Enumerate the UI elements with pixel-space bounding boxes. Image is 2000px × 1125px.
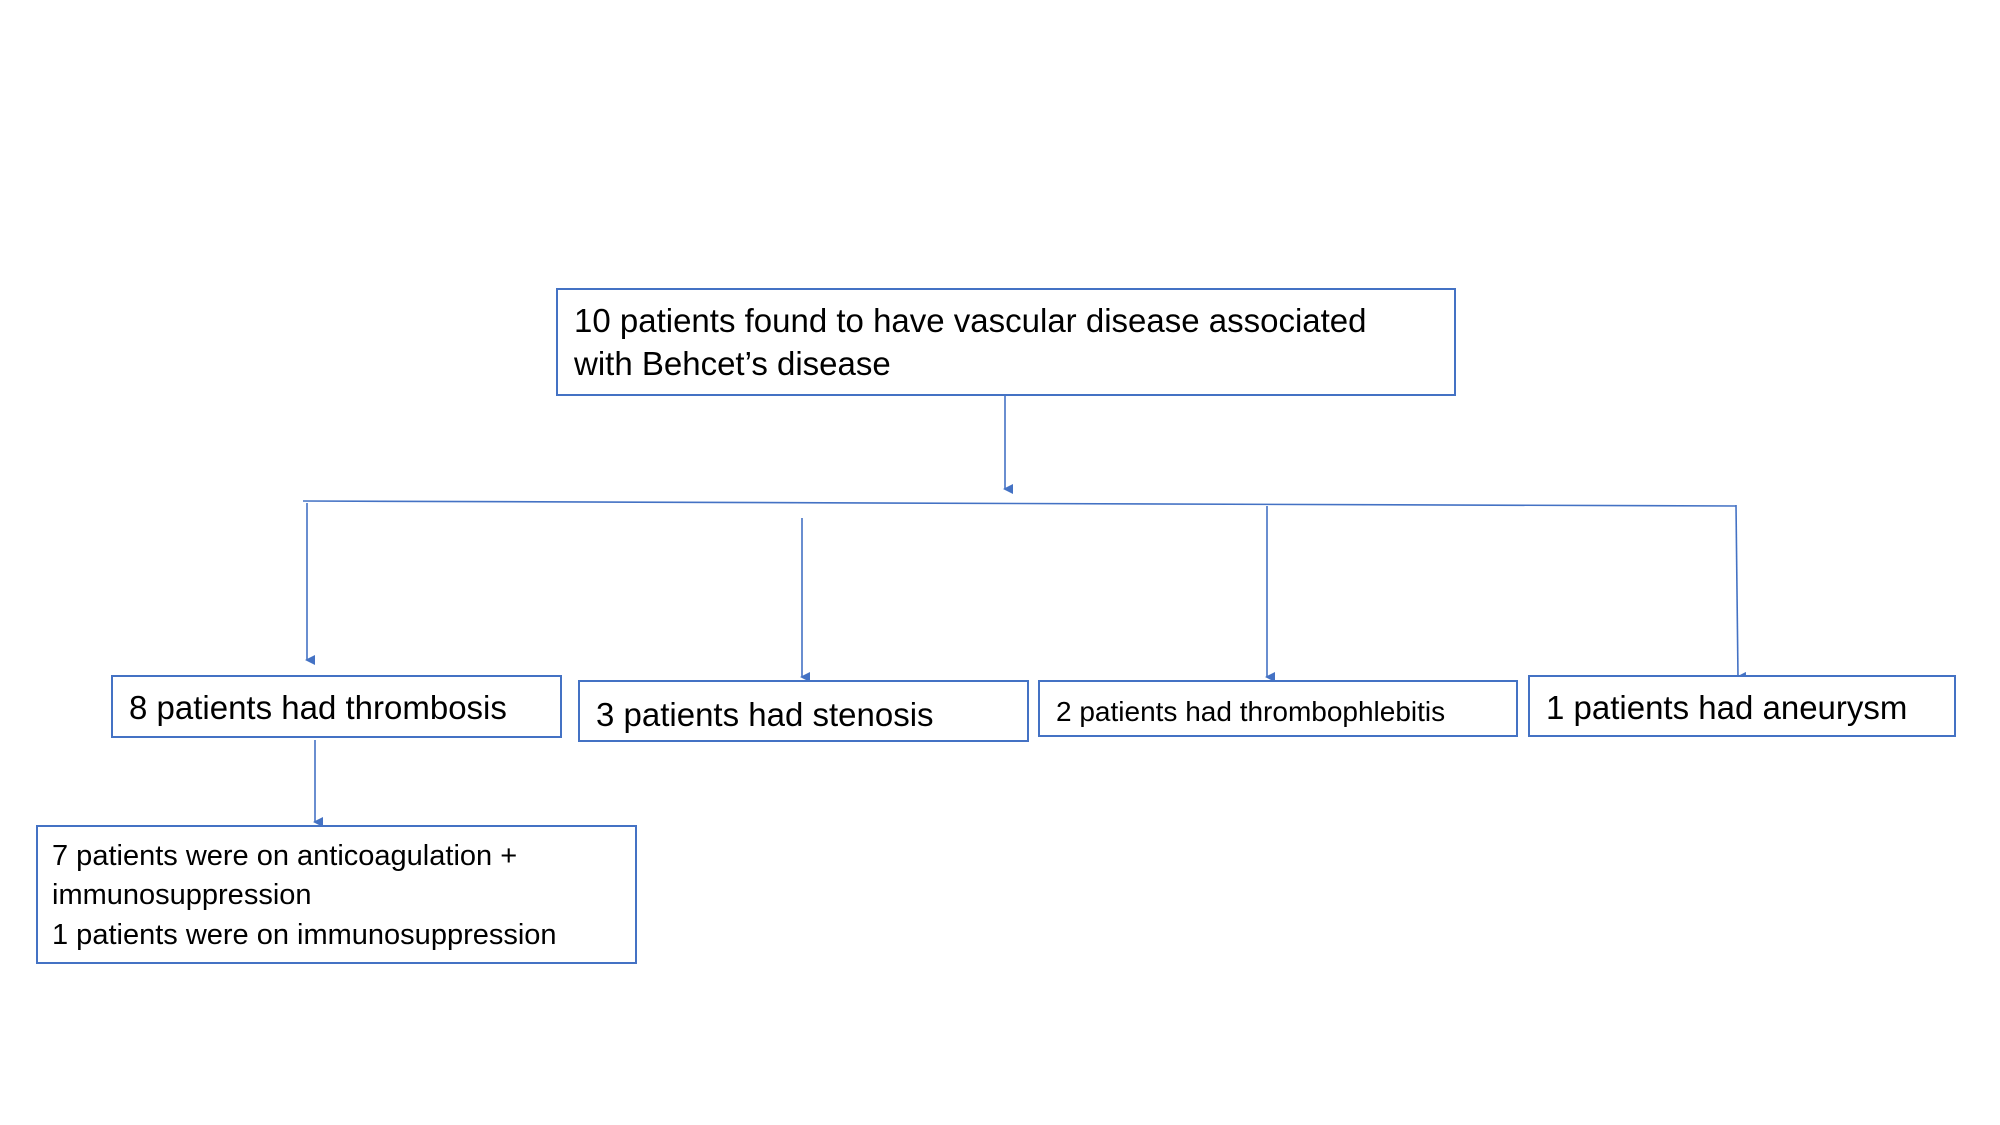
root-node-box: 10 patients found to have vascular disea… [556, 288, 1456, 396]
root-node-line-2: with Behcet’s disease [574, 344, 891, 382]
stenosis-node-box: 3 patients had stenosis [578, 680, 1029, 742]
treatment-node-line-2: immunosuppression [52, 879, 312, 912]
aneurysm-node-box: 1 patients had aneurysm [1528, 675, 1956, 737]
connector-to-aneurysm [1735, 504, 1747, 682]
branch-bar [302, 500, 1737, 507]
root-node-line-1: 10 patients found to have vascular disea… [574, 302, 1367, 339]
treatment-node-line-1: 7 patients were on anticoagulation + [52, 840, 518, 872]
treatment-node-line-3: 1 patients were on immunosuppression [52, 918, 557, 951]
thrombosis-node-box: 8 patients had thrombosis [111, 675, 562, 738]
thrombophlebitis-node-label: 2 patients had thrombophlebitis [1056, 696, 1446, 727]
aneurysm-node-label: 1 patients had aneurysm [1546, 689, 1908, 726]
thrombophlebitis-node-box: 2 patients had thrombophlebitis [1038, 680, 1518, 737]
stenosis-node-label: 3 patients had stenosis [596, 696, 934, 733]
treatment-node-box: 7 patients were on anticoagulation + imm… [36, 825, 637, 964]
thrombosis-node-label: 8 patients had thrombosis [129, 689, 507, 726]
